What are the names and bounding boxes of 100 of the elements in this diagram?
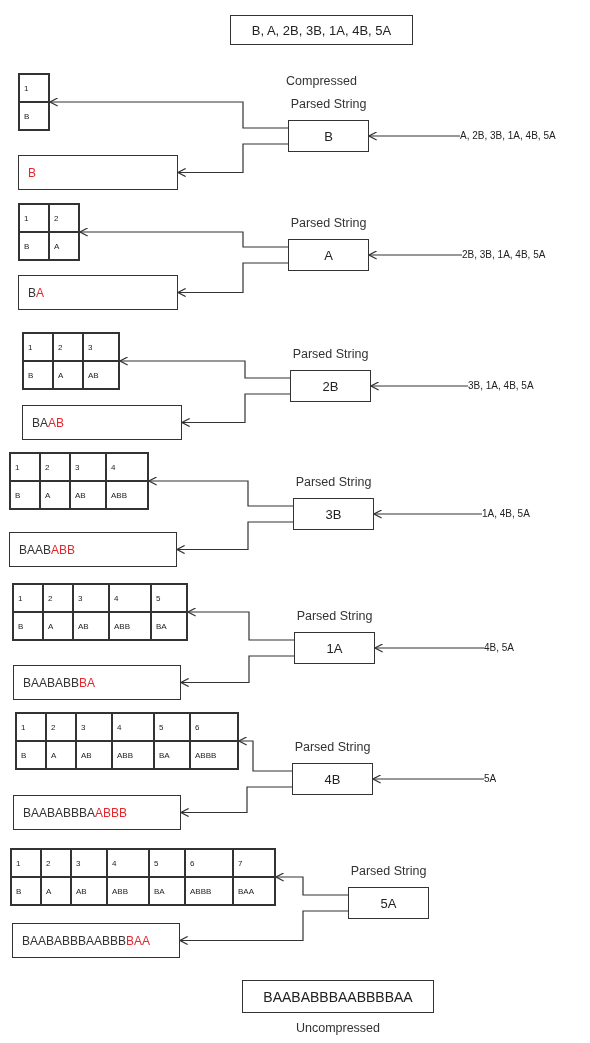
index-cell: 5 — [149, 849, 185, 877]
entry-cell: B — [10, 481, 40, 509]
remaining-input-text: A, 2B, 3B, 1A, 4B, 5A — [460, 130, 556, 142]
entry-cell: AB — [71, 877, 107, 905]
output-box — [18, 155, 178, 190]
parsed-string-heading: Parsed String — [292, 347, 369, 361]
index-cell: 2 — [41, 849, 71, 877]
entry-cell: B — [13, 612, 43, 640]
entry-cell: A — [46, 741, 76, 769]
arrow — [181, 393, 291, 428]
parsed-symbol: 5A — [380, 895, 397, 911]
entry-cell: A — [53, 361, 83, 389]
entry-cell: B — [19, 102, 49, 130]
arrow — [180, 655, 295, 688]
index-cell: 1 — [13, 584, 43, 612]
parsed-symbol: B — [324, 128, 333, 144]
decoded-string: B — [28, 165, 36, 180]
arrow — [49, 97, 289, 129]
index-cell: 2 — [40, 453, 70, 481]
node-label: Uncompressed — [295, 1021, 381, 1035]
entry-cell: BA — [154, 741, 190, 769]
index-cell: 3 — [76, 713, 112, 741]
arrow — [177, 143, 289, 178]
index-cell: 3 — [70, 453, 106, 481]
index-cell: 1 — [10, 453, 40, 481]
dictionary-table — [22, 332, 120, 390]
entry-cell: A — [41, 877, 71, 905]
output-box — [18, 275, 178, 310]
output-box — [22, 405, 182, 440]
entry-cell: B — [11, 877, 41, 905]
parsed-symbol: 4B — [324, 771, 341, 787]
node-label: Compressed — [286, 74, 357, 88]
arrow — [372, 774, 485, 784]
decoded-string: BAABABBBAABBBBAA — [22, 933, 151, 948]
index-cell: 1 — [11, 849, 41, 877]
index-cell: 3 — [83, 333, 119, 361]
parsed-string-heading: Parsed String — [290, 97, 367, 111]
entry-cell: AB — [83, 361, 119, 389]
arrow — [180, 786, 293, 818]
index-cell: 1 — [19, 74, 49, 102]
arrow — [373, 509, 483, 519]
entry-cell: ABB — [107, 877, 149, 905]
index-cell: 2 — [43, 584, 73, 612]
entry-cell: ABB — [109, 612, 151, 640]
arrow — [79, 227, 289, 248]
dictionary-table — [18, 203, 80, 261]
entry-cell: B — [16, 741, 46, 769]
arrow — [374, 643, 485, 653]
index-cell: 5 — [151, 584, 187, 612]
index-cell: 4 — [107, 849, 149, 877]
index-cell: 6 — [190, 713, 238, 741]
decoded-string: BAABABB — [19, 542, 76, 557]
index-cell: 5 — [154, 713, 190, 741]
string-text: B, A, 2B, 3B, 1A, 4B, 5A — [251, 22, 392, 38]
dictionary-table — [10, 848, 276, 906]
index-cell: 6 — [185, 849, 233, 877]
remaining-input-text: 5A — [484, 773, 497, 785]
index-cell: 2 — [53, 333, 83, 361]
index-cell: 2 — [46, 713, 76, 741]
remaining-input-text: 3B, 1A, 4B, 5A — [468, 380, 534, 392]
entry-cell: A — [40, 481, 70, 509]
remaining-input-text: 1A, 4B, 5A — [482, 508, 530, 520]
entry-cell: ABBB — [190, 741, 238, 769]
parsed-symbol: 3B — [325, 506, 342, 522]
arrow — [177, 262, 289, 298]
entry-cell: AB — [76, 741, 112, 769]
parsed-string-heading: Parsed String — [294, 740, 371, 754]
string-text: BAABABBBAABBBBAA — [263, 988, 413, 1005]
index-cell: 4 — [106, 453, 148, 481]
entry-cell: A — [43, 612, 73, 640]
remaining-input-text: 4B, 5A — [484, 642, 515, 654]
entry-cell: B — [23, 361, 53, 389]
entry-cell: B — [19, 232, 49, 260]
entry-cell: BAA — [233, 877, 275, 905]
entry-cell: BA — [149, 877, 185, 905]
entry-cell: BA — [151, 612, 187, 640]
parsed-string-heading: Parsed String — [350, 864, 427, 878]
index-cell: 3 — [73, 584, 109, 612]
output-box — [9, 532, 177, 567]
arrow — [238, 736, 293, 772]
index-cell: 1 — [23, 333, 53, 361]
entry-cell: ABB — [106, 481, 148, 509]
output-box — [13, 795, 181, 830]
parsed-symbol: 1A — [326, 640, 343, 656]
index-cell: 2 — [49, 204, 79, 232]
arrow — [368, 250, 463, 260]
parsed-string-heading: Parsed String — [296, 609, 373, 623]
index-cell: 4 — [109, 584, 151, 612]
index-cell: 1 — [19, 204, 49, 232]
dictionary-table — [12, 583, 188, 641]
decoded-string: BA — [28, 285, 45, 300]
entry-cell: A — [49, 232, 79, 260]
arrow — [148, 476, 294, 507]
entry-cell: AB — [70, 481, 106, 509]
arrow — [179, 910, 349, 946]
index-cell: 4 — [112, 713, 154, 741]
remaining-input-text: 2B, 3B, 1A, 4B, 5A — [462, 249, 546, 261]
index-cell: 1 — [16, 713, 46, 741]
arrow — [370, 381, 469, 391]
decoded-string: BAAB — [32, 415, 65, 430]
